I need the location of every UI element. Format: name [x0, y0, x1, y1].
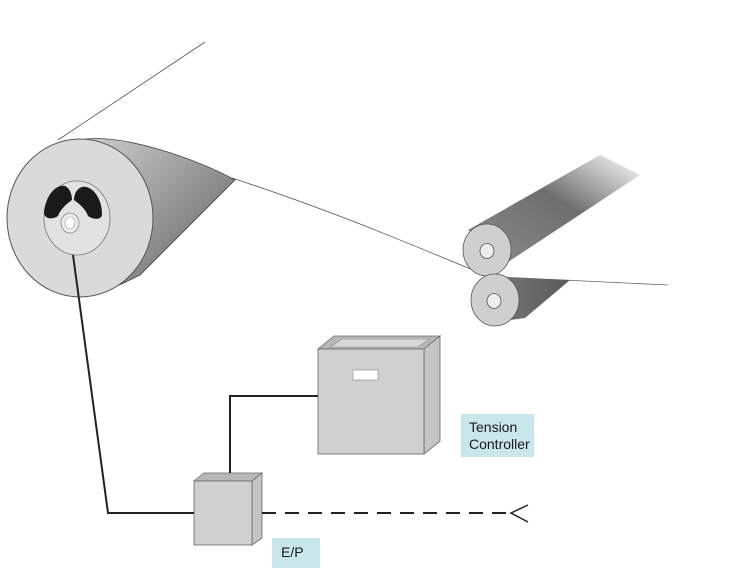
- display-window: [352, 369, 379, 381]
- signal-arrow-icon: [509, 504, 529, 523]
- unwind-roll: [6, 138, 236, 298]
- wire-controller-to-ep: [229, 395, 318, 473]
- wire-ep-to-brake: [72, 254, 194, 514]
- tension-controller-box: [316, 335, 442, 455]
- tension-controller-label: Tension Controller: [461, 414, 534, 457]
- connections: [72, 254, 529, 523]
- nip-rollers: [462, 155, 640, 327]
- ep-transducer-box: [192, 472, 264, 546]
- ep-label: E/P: [272, 538, 320, 568]
- tension-controller-label-line2: Controller: [469, 436, 530, 452]
- tension-controller-label-line1: Tension: [469, 419, 518, 435]
- brake-icon: [44, 185, 102, 219]
- web-material: [57, 41, 669, 286]
